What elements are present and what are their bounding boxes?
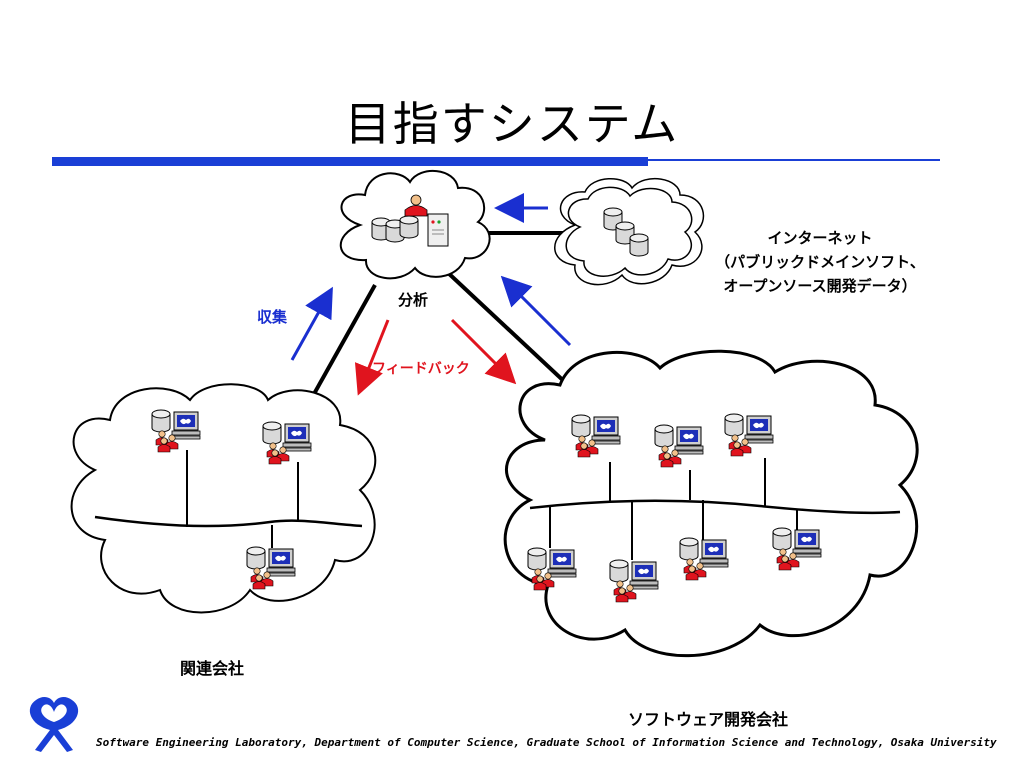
link-analysis-software — [443, 268, 570, 387]
analysis-pc-tower-icon — [427, 213, 449, 247]
analyst-person-icon — [404, 194, 428, 217]
university-logo-icon — [29, 696, 79, 752]
internet-label-line-1: インターネット — [767, 229, 873, 247]
collect-arrow-software — [500, 275, 572, 347]
software-company-label: ソフトウェア開発会社 — [628, 710, 789, 729]
internet-label-line-3: オープンソース開発データ） — [723, 277, 917, 295]
link-analysis-related — [303, 284, 377, 411]
related-company-label: 関連会社 — [180, 659, 245, 678]
analysis-label: 分析 — [398, 291, 429, 309]
collect-label: 収集 — [257, 308, 288, 326]
title-rule-thick — [52, 157, 648, 166]
related-network-bus — [94, 515, 363, 528]
page-title: 目指すシステム — [344, 97, 680, 151]
footer-text: Software Engineering Laboratory, Departm… — [96, 736, 997, 749]
collect-arrow-related — [290, 286, 333, 361]
title-rule-thin — [648, 159, 940, 161]
related-company-cloud — [70, 383, 377, 614]
software-network-bus — [529, 499, 901, 514]
analysis-server-icon — [371, 215, 419, 243]
feedback-arrow-related — [354, 319, 390, 396]
feedback-label: フィードバック — [372, 361, 470, 377]
feedback-arrow-software — [450, 318, 517, 385]
internet-label-line-2: （パブリックドメインソフト、 — [715, 253, 925, 271]
internet-label: インターネット （パブリックドメインソフト、 オープンソース開発データ） — [690, 226, 950, 298]
